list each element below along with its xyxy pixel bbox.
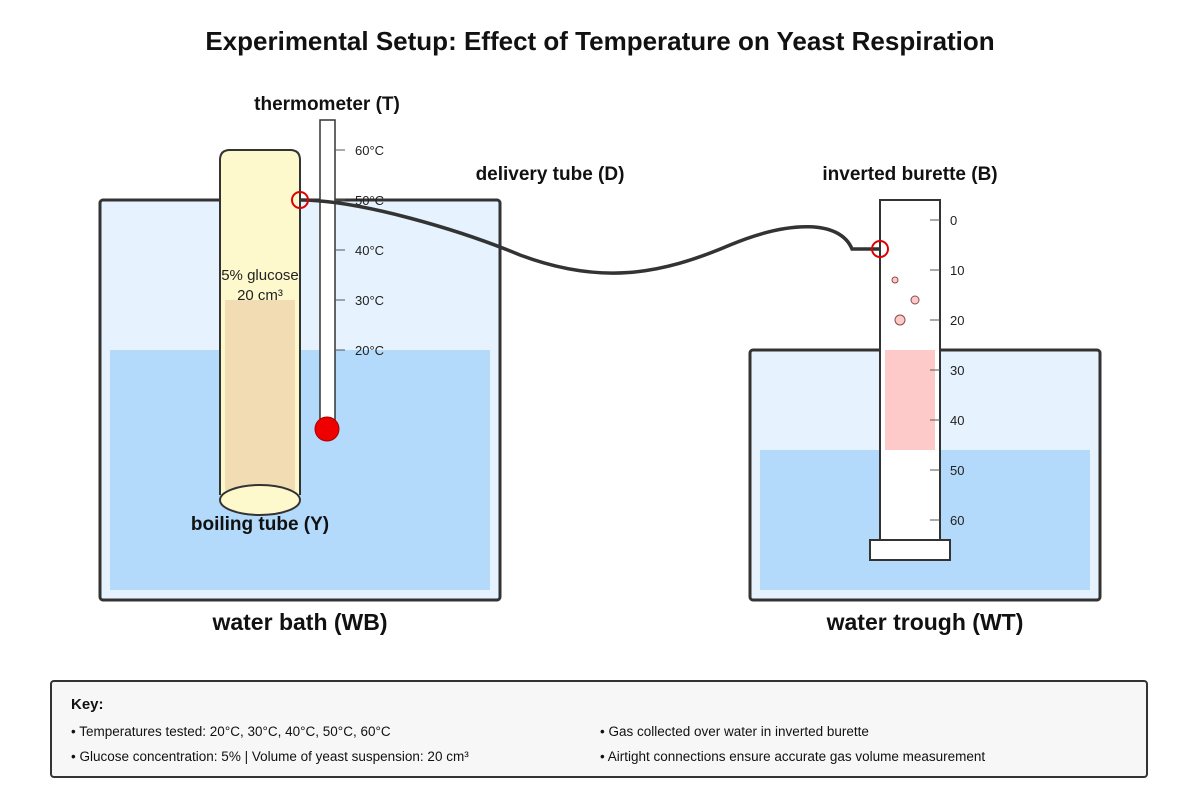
burette-label: inverted burette (B) xyxy=(822,164,997,185)
yeast-suspension xyxy=(225,300,295,490)
inverted-burette: 0 10 20 30 40 50 60 xyxy=(869,199,964,561)
burette-scale: 0 10 20 30 40 50 60 xyxy=(930,213,964,528)
thermometer-tick-label: 60°C xyxy=(355,143,384,158)
thermometer-label: thermometer (T) xyxy=(254,94,400,115)
burette-stand xyxy=(869,539,951,561)
diagram-title: Experimental Setup: Effect of Temperatur… xyxy=(205,26,994,56)
thermometer-scale: 60°C 50°C 40°C 30°C 20°C xyxy=(335,143,384,358)
key-box: Key: • Temperatures tested: 20°C, 30°C, … xyxy=(50,680,1148,778)
burette-tick-label: 30 xyxy=(950,363,964,378)
boiling-tube-base xyxy=(219,484,301,516)
delivery-tube xyxy=(299,198,880,275)
burette-tick-label: 60 xyxy=(950,513,964,528)
airtight-seal-marker xyxy=(291,191,309,209)
key-item-gas-collection: • Gas collected over water in inverted b… xyxy=(600,724,869,739)
gas-bubble xyxy=(894,314,906,326)
tube-content-label: 5% glucose xyxy=(221,267,299,284)
burette-tick-label: 20 xyxy=(950,313,964,328)
thermometer: 60°C 50°C 40°C 30°C 20°C xyxy=(314,119,384,442)
tube-volume-label: 20 cm³ xyxy=(237,287,283,304)
collected-gas xyxy=(885,350,935,450)
boiling-tube-label: boiling tube (Y) xyxy=(191,514,329,535)
key-item-airtight: • Airtight connections ensure accurate g… xyxy=(600,749,986,764)
key-title: Key: xyxy=(71,696,104,713)
key-item-concentration: • Glucose concentration: 5% | Volume of … xyxy=(71,749,469,764)
thermometer-stem xyxy=(319,119,336,421)
gas-bubble xyxy=(891,276,899,284)
gas-bubble xyxy=(910,295,920,305)
thermometer-tick-label: 40°C xyxy=(355,243,384,258)
water-bath-label: water bath (WB) xyxy=(211,609,387,635)
thermometer-tick-label: 30°C xyxy=(355,293,384,308)
airtight-seal-marker xyxy=(871,240,889,258)
burette-tick-label: 50 xyxy=(950,463,964,478)
water-trough-label: water trough (WT) xyxy=(826,609,1024,635)
thermometer-bulb xyxy=(314,416,340,442)
thermometer-tick-label: 20°C xyxy=(355,343,384,358)
boiling-tube: 5% glucose 20 cm³ xyxy=(219,149,301,516)
thermometer-tick-label: 50°C xyxy=(355,193,384,208)
burette-tick-label: 40 xyxy=(950,413,964,428)
burette-tick-label: 10 xyxy=(950,263,964,278)
burette-tick-label: 0 xyxy=(950,213,957,228)
delivery-tube-label: delivery tube (D) xyxy=(476,164,625,185)
key-item-temperatures: • Temperatures tested: 20°C, 30°C, 40°C,… xyxy=(71,724,391,739)
